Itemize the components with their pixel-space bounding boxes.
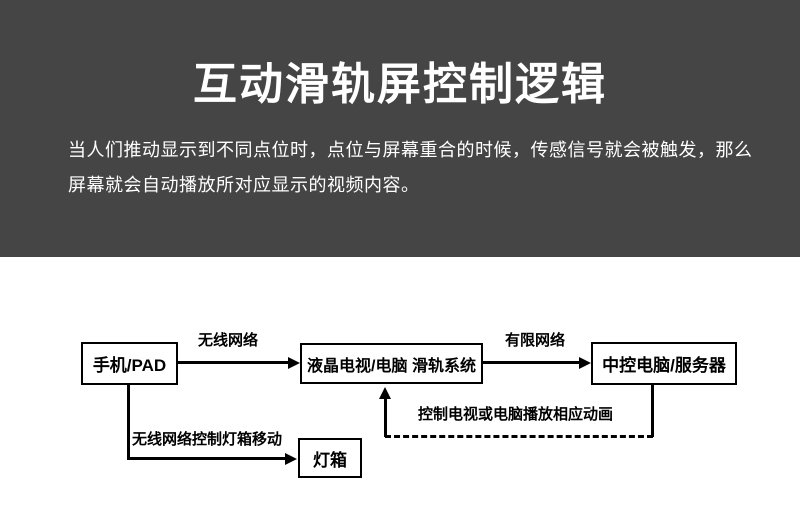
node-central-control-server: 中控电脑/服务器 (591, 342, 737, 385)
node-phone-pad: 手机/PAD (81, 342, 178, 385)
description-line-2: 屏幕就会自动播放所对应显示的视频内容。 (68, 175, 420, 195)
page-title: 互动滑轨屏控制逻辑 (193, 60, 607, 109)
arrow-phone-to-lightbox-shaft (127, 457, 286, 460)
feedback-screen-rise-line (384, 397, 387, 437)
feedback-server-drop-line (651, 385, 654, 437)
edge-label-wireless-network: 无线网络 (198, 332, 259, 349)
edge-label-wireless-lightbox-control: 无线网络控制灯箱移动 (132, 431, 283, 448)
arrow-phone-to-screen-head-icon (288, 357, 300, 369)
node-lcd-screen-rail-system: 液晶电视/电脑 滑轨系统 (300, 343, 483, 384)
arrow-screen-to-server-head-icon (579, 357, 591, 369)
arrow-screen-to-server-shaft (483, 361, 580, 364)
description-line-1: 当人们推动显示到不同点位时，点位与屏幕重合的时候，传感信号就会被触发，那么 (68, 140, 753, 160)
arrow-phone-to-lightbox-vertical (127, 385, 130, 458)
arrow-phone-to-screen-shaft (178, 361, 289, 364)
edge-label-wired-network: 有限网络 (505, 332, 566, 349)
node-lightbox: 灯箱 (298, 438, 362, 478)
feedback-arrow-up-head-icon (379, 387, 391, 399)
edge-label-playback-feedback: 控制电视或电脑播放相应动画 (418, 406, 614, 423)
flowchart-diagram: 手机/PAD 液晶电视/电脑 滑轨系统 中控电脑/服务器 灯箱 无线网络 有限网… (0, 257, 800, 527)
feedback-dashed-line (385, 435, 653, 438)
arrow-phone-to-lightbox-head-icon (285, 453, 297, 465)
header-banner: 互动滑轨屏控制逻辑 当人们推动显示到不同点位时，点位与屏幕重合的时候，传感信号就… (0, 0, 800, 257)
